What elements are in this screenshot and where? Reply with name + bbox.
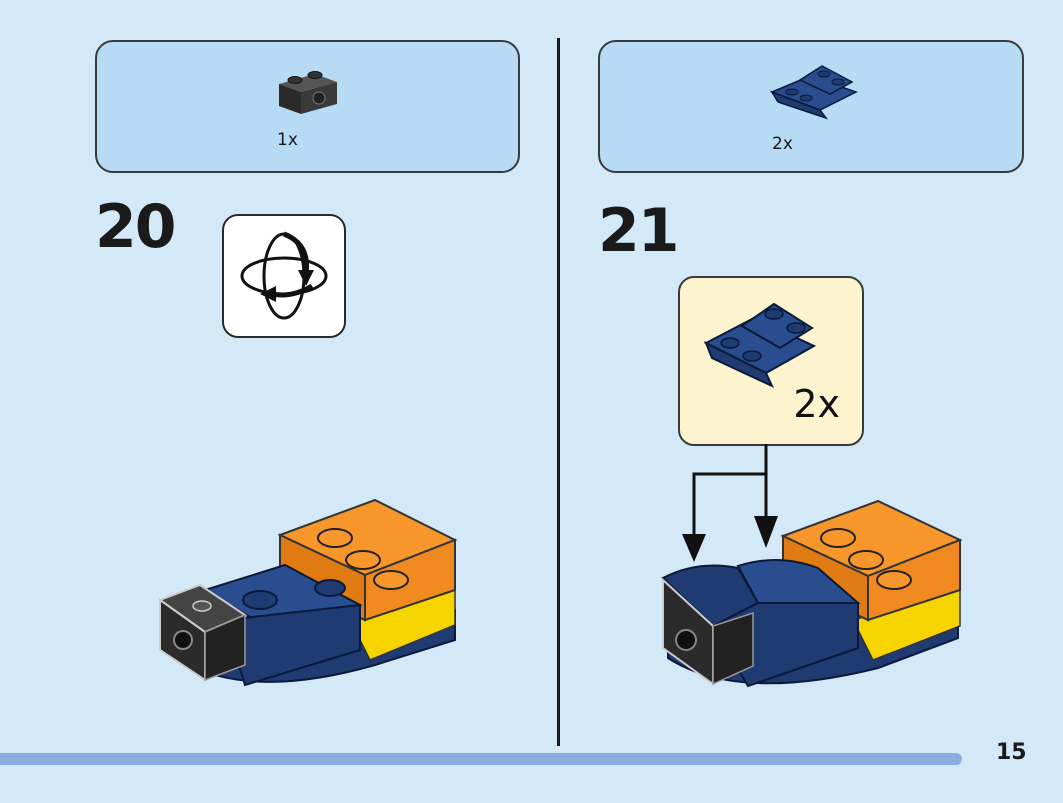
step-20-model-image xyxy=(157,498,458,687)
part-quantity: 2x xyxy=(772,134,793,154)
rotate-model-icon xyxy=(240,231,328,320)
placement-arrows xyxy=(682,444,778,562)
footer-progress-bar xyxy=(0,753,962,765)
sub-assembly-callout: 2x xyxy=(678,276,864,446)
step-number-21: 21 xyxy=(598,196,679,266)
blue-inverted-curved-slope-icon xyxy=(769,65,858,120)
step-number-20: 20 xyxy=(95,192,176,262)
blue-inverted-curved-slope-icon xyxy=(703,302,817,389)
step-21-parts-box: 2x xyxy=(598,40,1024,173)
black-technic-brick-1x2-icon xyxy=(279,71,337,114)
callout-quantity: 2x xyxy=(793,382,840,426)
step-divider xyxy=(557,38,560,746)
step-20-parts-box: 1x xyxy=(95,40,520,173)
step-21-model-image xyxy=(661,499,963,688)
rotate-model-callout xyxy=(222,214,346,338)
part-quantity: 1x xyxy=(277,130,298,150)
page-number: 15 xyxy=(996,740,1027,765)
